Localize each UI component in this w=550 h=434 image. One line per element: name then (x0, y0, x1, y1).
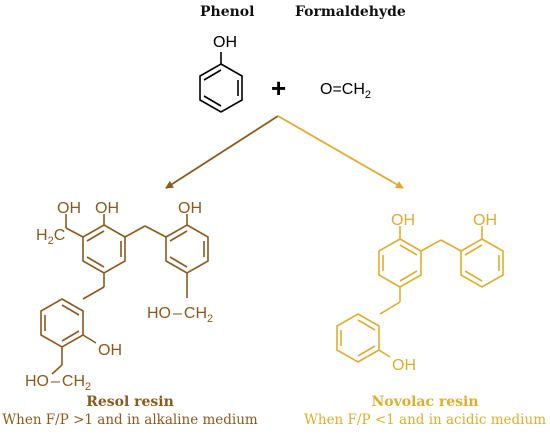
arrow-to-resol (165, 115, 279, 189)
resol-ho-right-label: HO–CH2 (147, 305, 213, 325)
novolac-condition: When F/P <1 and in acidic medium (304, 412, 546, 428)
resol-ho-bottom-label: HO–CH2 (25, 373, 91, 393)
novolac-title: Novolac resin (371, 394, 479, 410)
novolac-structure (336, 226, 504, 363)
plus-sign: + (271, 73, 286, 103)
novolac-oh-top-right: OH (473, 212, 497, 229)
phenol-oh-label: OH (213, 34, 237, 51)
resol-structure (40, 214, 209, 375)
resol-oh-bottom: OH (98, 342, 122, 359)
phenol-label: Phenol (200, 4, 255, 20)
novolac-oh-top-left: OH (391, 212, 415, 229)
formaldehyde-formula: O=CH2 (320, 81, 371, 101)
resol-atom-labels: OH H2C OH OH HO–CH2 OH HO–CH2 (25, 200, 213, 393)
resol-h2c-label: H2C (36, 227, 65, 247)
resol-title: Resol resin (86, 394, 174, 410)
resol-oh-top-left: OH (57, 200, 81, 217)
novolac-atom-labels: OH OH OH (391, 212, 497, 374)
resol-condition: When F/P >1 and in alkaline medium (2, 412, 258, 428)
phenol-structure (199, 52, 243, 113)
resol-oh-top-right: OH (178, 200, 202, 217)
novolac-oh-bottom: OH (392, 357, 416, 374)
formaldehyde-label: Formaldehyde (295, 4, 406, 20)
resol-oh-top-mid: OH (95, 200, 119, 217)
arrow-to-novolac (277, 115, 404, 189)
